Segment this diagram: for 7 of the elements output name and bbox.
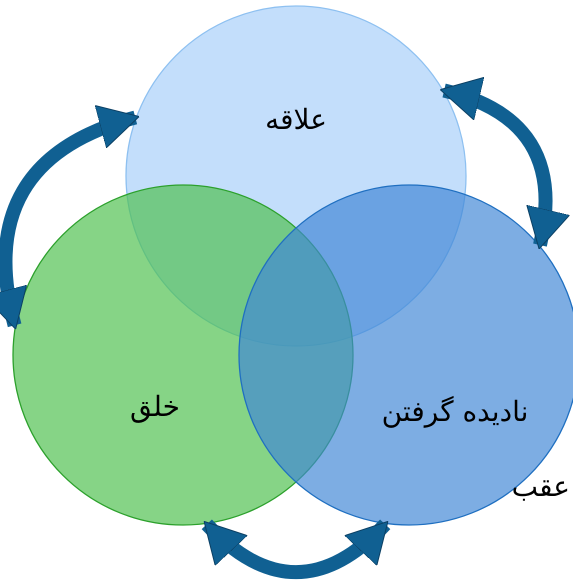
curved-arrow xyxy=(0,106,140,330)
circle-label: علاقه xyxy=(265,103,327,137)
curved-arrow xyxy=(202,519,390,580)
curved-arrow xyxy=(440,78,569,250)
circle-label: نادیده گرفتن xyxy=(382,395,528,429)
circle-label: خلق xyxy=(130,390,180,424)
label-text: عقب xyxy=(512,470,570,503)
